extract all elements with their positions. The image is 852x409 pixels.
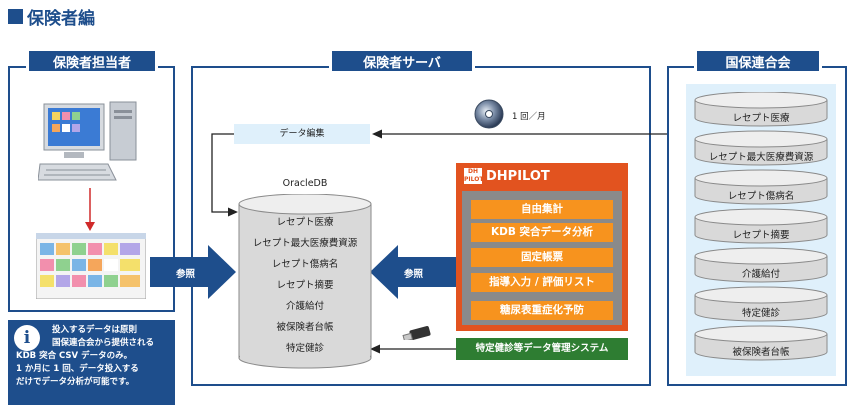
dhpilot-button-tonyobyo[interactable]: 糖尿表重症化予防 xyxy=(471,301,613,320)
info-icon: i xyxy=(14,325,40,351)
database-cylinder-icon xyxy=(238,194,372,369)
page-title: 保険者編 xyxy=(8,4,95,29)
dhpilot-header: DH PILOT DHPILOT xyxy=(456,163,628,189)
info-note: i 投入するデータは原則 国保連合会から提供される KDB 突合 CSV データ… xyxy=(8,320,175,405)
rengoukai-item: レセプト医療 xyxy=(732,113,790,124)
db-item: レセプト傷病名 xyxy=(271,259,339,270)
db-item: レセプト最大医療費資源 xyxy=(252,238,358,249)
usb-icon xyxy=(402,326,431,340)
reference-arrow-left xyxy=(150,245,236,299)
analysis-screen-thumbnail xyxy=(36,233,146,299)
rengoukai-item: 介護給付 xyxy=(741,269,780,280)
rengoukai-item: レセプト傷病名 xyxy=(727,191,795,202)
data-edit-box: データ編集 xyxy=(234,124,370,144)
title-square-icon xyxy=(8,9,23,24)
rengoukai-item: レセプト最大医療費資源 xyxy=(708,152,814,163)
rengoukai-item: 特定健診 xyxy=(741,308,780,319)
dhpilot-title: DHPILOT xyxy=(486,168,550,184)
dhpilot-button-kdb-analysis[interactable]: KDB 突合データ分析 xyxy=(471,223,613,242)
tokutei-system-label: 特定健診等データ管理システム xyxy=(475,343,609,354)
db-item: 介護給付 xyxy=(285,301,324,312)
note-line: だけでデータ分析が可能です。 xyxy=(16,377,135,387)
note-line: 投入するデータは原則 xyxy=(52,325,138,335)
dhpilot-button-kotei-chohyo[interactable]: 固定帳票 xyxy=(471,248,613,267)
db-item: レセプト摘要 xyxy=(276,280,334,291)
panel-head-kokuho-rengoukai: 国保連合会 xyxy=(694,48,822,74)
db-item: 特定健診 xyxy=(285,343,324,354)
db-item: 被保険者台帳 xyxy=(276,322,334,333)
db-item: レセプト医療 xyxy=(276,217,334,228)
note-line: 1 か月に 1 回、データ投入する xyxy=(16,364,139,374)
cd-icon xyxy=(474,99,504,129)
db-items: レセプト医療 レセプト最大医療費資源 レセプト傷病名 レセプト摘要 介護給付 被… xyxy=(238,216,372,363)
rengoukai-item: レセプト摘要 xyxy=(732,230,790,241)
panel-head-hokensha-tantousha: 保険者担当者 xyxy=(26,48,158,74)
frequency-label: 1 回／月 xyxy=(512,112,546,122)
db-title: OracleDB xyxy=(282,178,328,189)
tokutei-system-box: 特定健診等データ管理システム xyxy=(456,338,628,360)
panel-head-hokensha-server: 保険者サーバ xyxy=(329,48,475,74)
rengoukai-cylinders xyxy=(694,92,828,361)
rengoukai-item: 被保険者台帳 xyxy=(732,347,790,358)
reference-label-right: 参照 xyxy=(404,269,424,280)
dhpilot-logo-icon: DH PILOT xyxy=(464,168,484,184)
reference-arrow-right xyxy=(370,245,456,299)
rengoukai-items: レセプト医療 レセプト最大医療費資源 レセプト傷病名 レセプト摘要 介護給付 特… xyxy=(695,110,827,383)
dhpilot-button-jiyu-shukei[interactable]: 自由集計 xyxy=(471,200,613,219)
page-title-text: 保険者編 xyxy=(27,9,95,29)
reference-label-left: 参照 xyxy=(176,269,196,280)
dhpilot-box: DH PILOT DHPILOT 自由集計 KDB 突合データ分析 固定帳票 指… xyxy=(456,163,628,331)
computer-icon xyxy=(38,101,137,181)
dhpilot-button-shido-nyuryoku[interactable]: 指導入力 / 評価リスト xyxy=(471,273,613,292)
note-line: 国保連合会から提供される xyxy=(52,338,155,348)
down-arrow-icon xyxy=(85,188,95,231)
note-line: KDB 突合 CSV データのみ。 xyxy=(16,351,133,361)
data-edit-label: データ編集 xyxy=(279,129,325,139)
